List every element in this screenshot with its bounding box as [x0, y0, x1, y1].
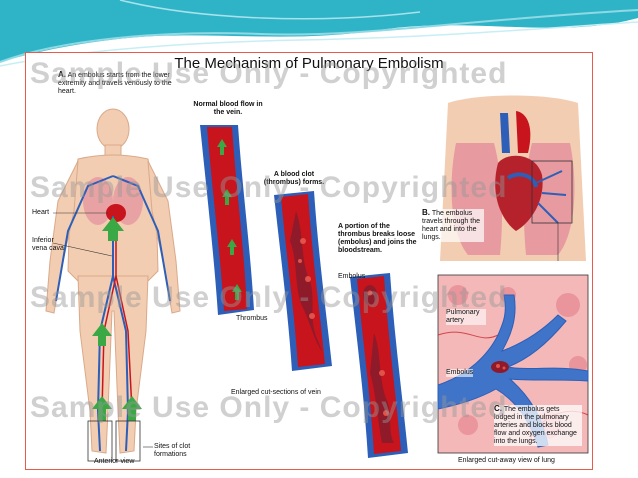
- arrow-up-icon: [122, 396, 142, 421]
- arrow-up-icon: [92, 323, 112, 346]
- lodged-embolus: [491, 361, 509, 373]
- caption-cross-sections: Enlarged cut-sections of vein: [231, 389, 321, 396]
- heart-organ: [495, 155, 543, 231]
- step-c-letter: C.: [494, 404, 502, 413]
- illustration-frame: The Mechanism of Pulmonary Embolism: [25, 52, 593, 470]
- label-thrombus: Thrombus: [236, 315, 268, 322]
- body-anterior-view: [45, 108, 181, 462]
- caption-clot-forms: A blood clot (thrombus) forms.: [263, 171, 325, 186]
- watermark-text: Sample Use Only - Copyrighted: [30, 171, 508, 204]
- caption-embolus-breaks-loose: A portion of the thrombus breaks loose (…: [338, 223, 417, 254]
- step-a-text: A. An embolus starts from the lower extr…: [58, 71, 173, 96]
- label-embolus-vein: Embolus: [338, 273, 366, 280]
- label-heart: Heart: [32, 209, 50, 216]
- caption-normal-flow: Normal blood flow in the vein.: [193, 101, 263, 116]
- step-c-description: The embolus gets lodged in the pulmonary…: [494, 406, 577, 445]
- label-pulmonary-artery: Pulmonary artery: [446, 309, 486, 325]
- label-inferior-vena-cava: Inferior vena cava: [32, 237, 64, 252]
- heart-organ: [106, 204, 126, 222]
- arrow-up-icon: [92, 396, 112, 421]
- watermark-text: Sample Use Only - Copyrighted: [30, 281, 508, 314]
- watermark-text: Sample Use Only - Copyrighted: [30, 391, 508, 424]
- clot-site-box: [87, 420, 113, 462]
- step-c-text: C. The embolus gets lodged in the pulmon…: [494, 405, 582, 446]
- step-b-text: B. The embolus travels through the heart…: [422, 209, 484, 242]
- watermark-text: Sample Use Only - Copyrighted: [30, 57, 508, 90]
- step-a-letter: A.: [58, 70, 66, 79]
- vein-normal-flow: [200, 125, 254, 315]
- clot-site-box: [115, 420, 141, 462]
- zoom-region-box: [531, 160, 573, 224]
- step-b-description: The embolus travels through the heart an…: [422, 210, 480, 241]
- caption-anterior-view: Anterior view: [94, 458, 135, 465]
- diagram-title: The Mechanism of Pulmonary Embolism: [174, 55, 444, 72]
- arrow-up-icon: [102, 217, 124, 241]
- vein-thrombus: [274, 191, 332, 371]
- label-embolus-lung: Embolus: [446, 369, 474, 377]
- vein-embolus: [350, 273, 408, 458]
- caption-lung-view: Enlarged cut-away view of lung: [458, 457, 555, 464]
- flow-arrows: [92, 217, 142, 421]
- label-clot-sites: Sites of clot formations: [154, 443, 191, 458]
- step-b-letter: B.: [422, 208, 430, 217]
- step-a-description: An embolus starts from the lower extremi…: [58, 72, 172, 95]
